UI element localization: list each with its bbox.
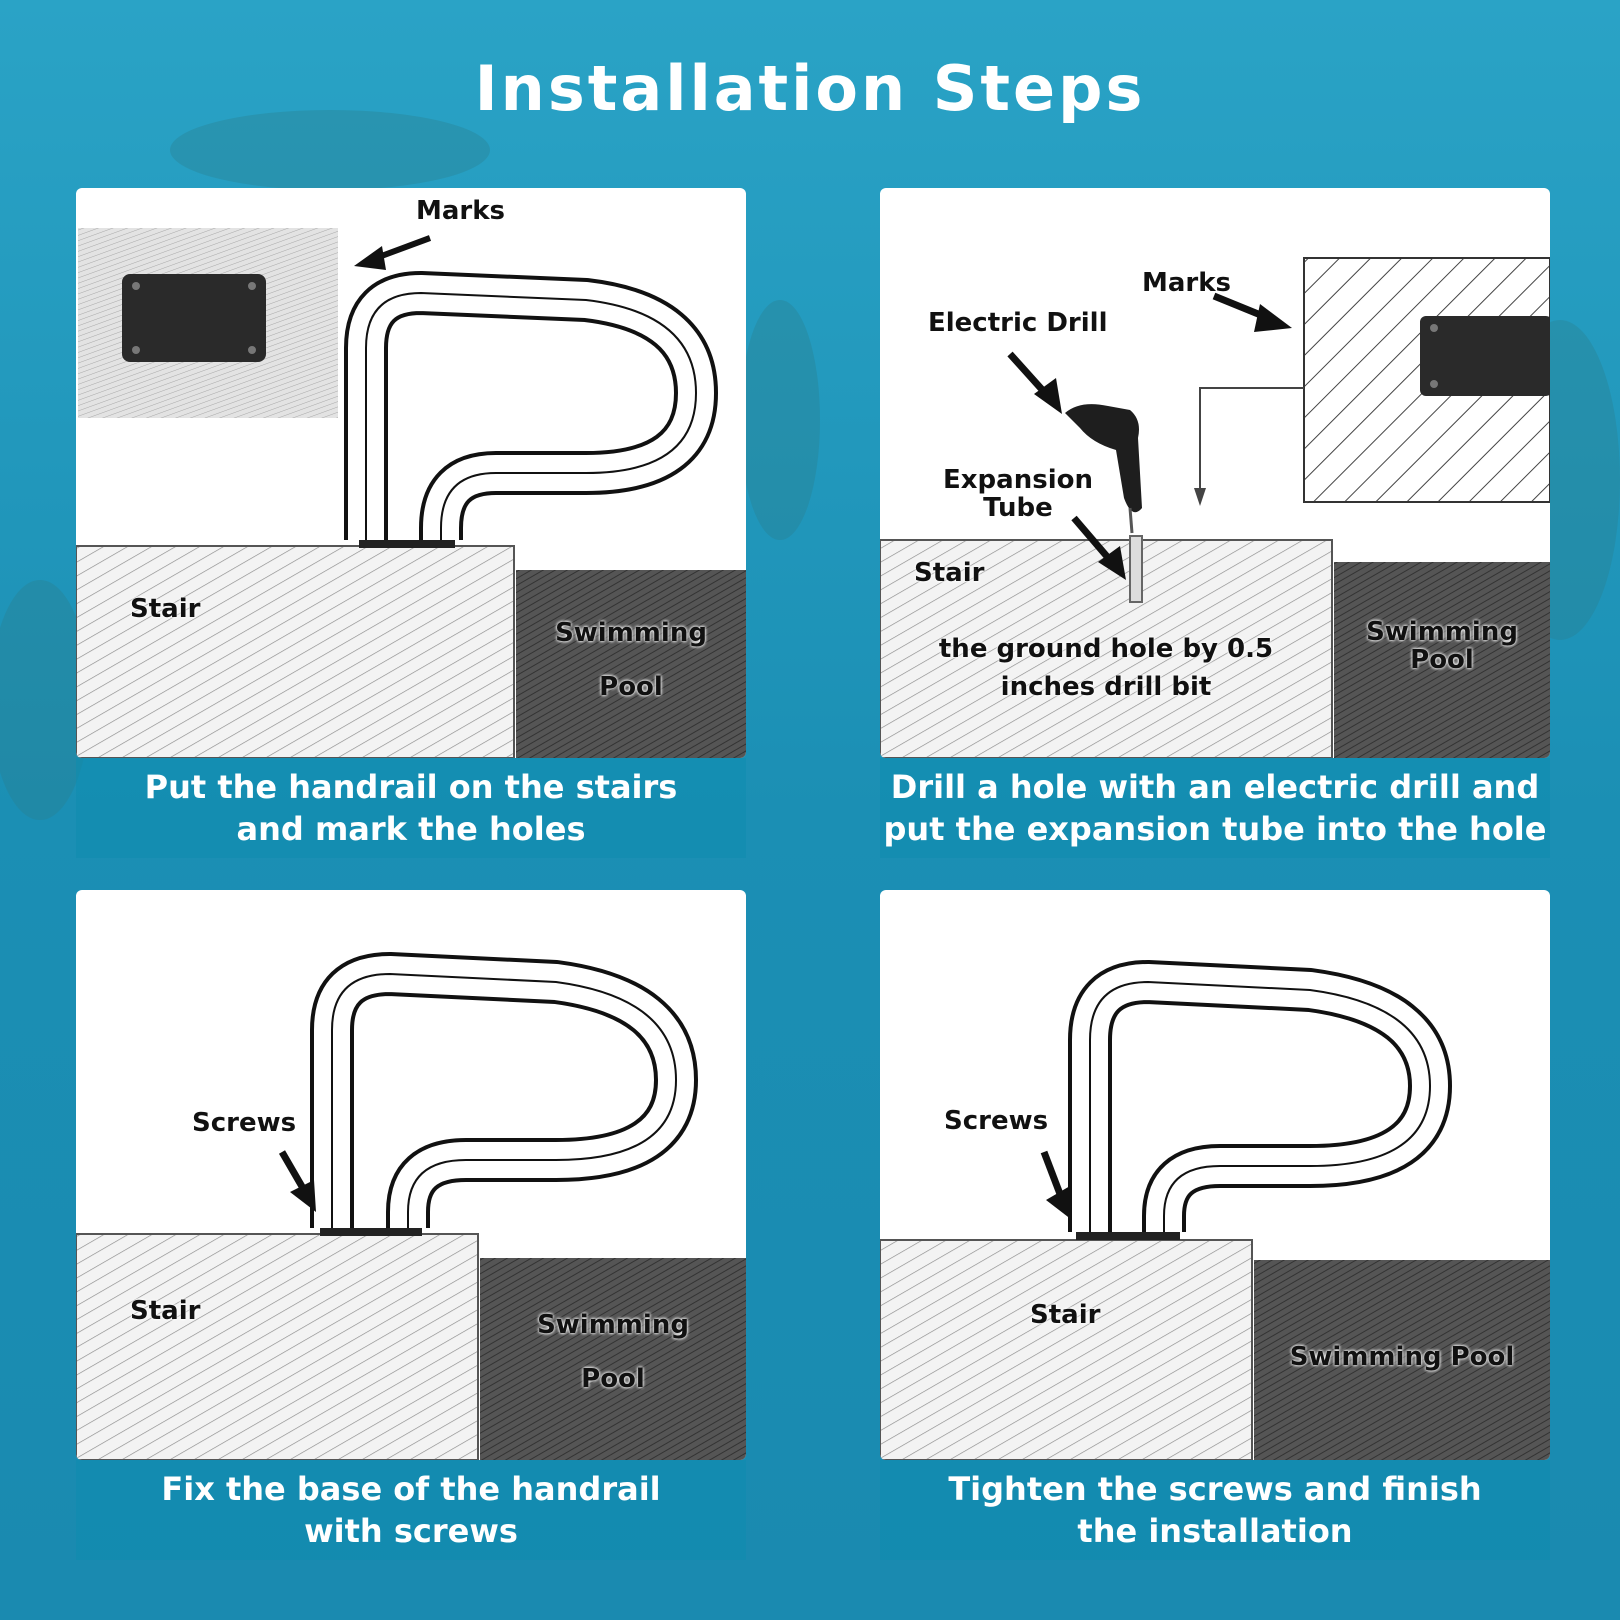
screws-label: Screws — [192, 1108, 297, 1138]
stair-block — [880, 1239, 1253, 1460]
pool-label: Swimming Pool — [537, 1310, 689, 1394]
step-4-caption: Tighten the screws and finish the instal… — [880, 1460, 1550, 1560]
step-1-caption: Put the handrail on the stairs and mark … — [76, 758, 746, 858]
pool-label: Swimming Pool — [555, 618, 707, 702]
step-4-panel: Screws Stair Swimming Pool Tighten the s… — [880, 890, 1550, 1560]
step-3-caption: Fix the base of the handrail with screws — [76, 1460, 746, 1560]
base-plate-icon — [122, 274, 266, 362]
expansion-tube-label: Expansion Tube — [943, 465, 1093, 523]
screws-label: Screws — [944, 1106, 1049, 1136]
pool-label: Swimming Pool — [1366, 617, 1518, 675]
pool-block — [480, 1258, 746, 1460]
stair-block — [76, 1233, 479, 1460]
stair-block — [76, 545, 515, 758]
marks-label: Marks — [1142, 268, 1232, 298]
pool-block — [1334, 562, 1550, 758]
step-3-panel: Screws Stair Swimming Pool Fix the base … — [76, 890, 746, 1560]
pool-label: Swimming Pool — [1289, 1342, 1515, 1372]
step-1-illustration: Marks Stair Swimming Pool — [76, 188, 746, 758]
electric-drill-icon — [1065, 404, 1142, 513]
pool-block — [1254, 1260, 1550, 1460]
step-2-illustration: Marks Electric Drill Expansion Tube Stai… — [880, 188, 1550, 758]
stair-label: Stair — [914, 558, 985, 588]
expansion-tube-icon — [1129, 535, 1143, 603]
step-1-panel: Marks Stair Swimming Pool Put the handra… — [76, 188, 746, 858]
base-plate-icon — [1420, 316, 1550, 396]
stair-label: Stair — [130, 1296, 201, 1326]
stair-label: Stair — [130, 594, 201, 624]
drill-note: the ground hole by 0.5 inches drill bit — [938, 634, 1274, 702]
step-2-panel: Marks Electric Drill Expansion Tube Stai… — [880, 188, 1550, 858]
step-2-caption: Drill a hole with an electric drill and … — [880, 758, 1550, 858]
stair-label: Stair — [1030, 1300, 1101, 1330]
page-title: Installation Steps — [474, 52, 1146, 125]
stair-block — [880, 539, 1333, 758]
marks-label: Marks — [416, 196, 506, 226]
step-3-illustration: Screws Stair Swimming Pool — [76, 890, 746, 1460]
pool-block — [516, 570, 746, 758]
electric-drill-label: Electric Drill — [928, 308, 1108, 338]
step-4-illustration: Screws Stair Swimming Pool — [880, 890, 1550, 1460]
